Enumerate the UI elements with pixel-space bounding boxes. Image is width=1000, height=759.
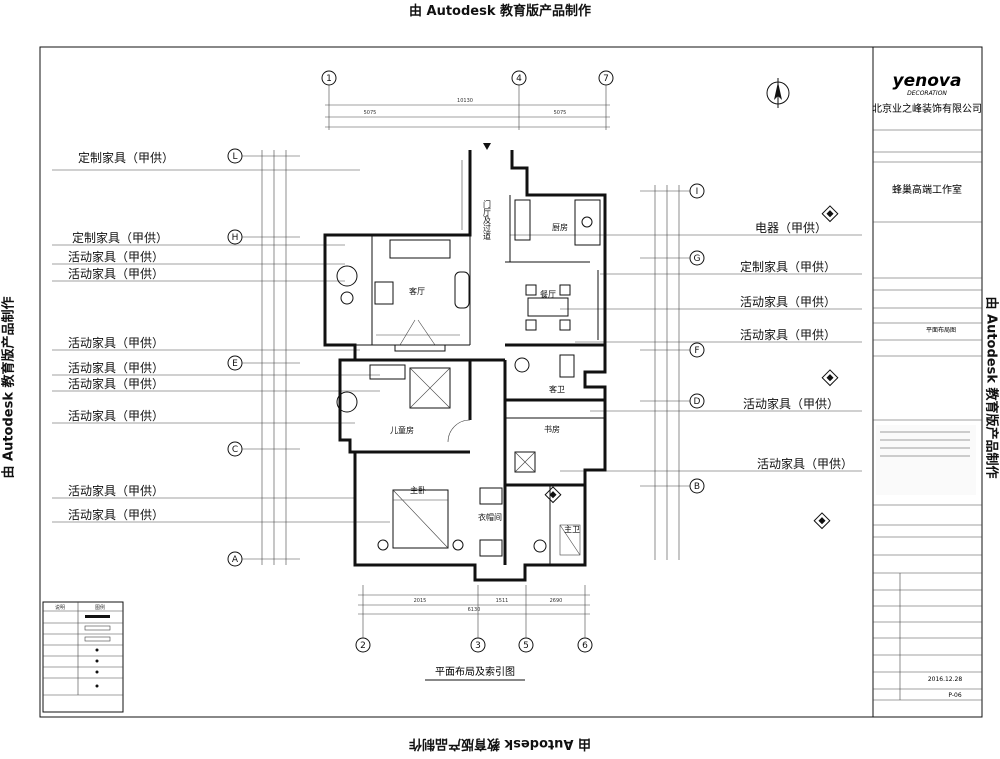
room-closet-label: 衣帽间 (478, 512, 502, 522)
grid-right-d: D (694, 397, 701, 407)
legend-table: 说明 图例 (42, 601, 124, 713)
right-labels: 电器（甲供） 定制家具（甲供） 活动家具（甲供） 活动家具（甲供） 活动家具（甲… (510, 221, 862, 472)
top-dim-1: 5075 (364, 110, 377, 116)
company-logo-sub: DECORATION (907, 90, 947, 97)
label-left-6: 活动家具（甲供） (68, 360, 164, 375)
grid-right-f: F (694, 346, 699, 356)
label-left-3: 活动家具（甲供） (68, 249, 164, 264)
label-left-5: 活动家具（甲供） (68, 335, 164, 350)
legend-header-symbol: 图例 (95, 604, 105, 611)
grid-right-b: B (694, 482, 700, 492)
grid-bottom-6: 6 (582, 641, 588, 651)
label-left-2: 定制家具（甲供） (72, 230, 168, 245)
north-arrow-icon (766, 78, 790, 108)
grid-left-e: E (232, 359, 238, 369)
grid-bottom-2: 2 (360, 641, 366, 651)
drawing-name: 平面布局图 (926, 326, 956, 334)
grid-left-a: A (232, 555, 239, 565)
company-logo: yenova (893, 71, 962, 91)
top-dim-2: 5075 (554, 110, 567, 116)
watermark-top: 由 Autodesk 教育版产品制作 (408, 4, 592, 19)
drawing-number: P-06 (948, 692, 961, 699)
bed (392, 489, 449, 549)
label-right-2: 定制家具（甲供） (740, 259, 836, 274)
label-left-4: 活动家具（甲供） (68, 266, 164, 281)
bottom-total-dim: 6130 (468, 607, 481, 613)
grid-right-g: G (694, 254, 701, 264)
grid-left-c: C (232, 445, 238, 455)
top-total-dim: 10130 (457, 98, 473, 104)
room-foyer-label: 门厅及过道 (483, 199, 492, 241)
room-kids-label: 儿童房 (390, 425, 414, 435)
label-right-1: 电器（甲供） (755, 221, 827, 235)
floor-plan: 客厅 门厅及过道 厨房 餐厅 儿童房 主卧 (323, 143, 607, 582)
grid-top-7: 7 (603, 74, 609, 84)
label-left-7: 活动家具（甲供） (68, 376, 164, 391)
bottom-dim-3: 2690 (550, 598, 563, 604)
drawing-date: 2016.12.28 (928, 676, 963, 683)
grid-left-l: L (232, 152, 237, 162)
bottom-dim-1: 2015 (414, 598, 427, 604)
grid-axes: 1 4 7 10130 5075 5075 2 3 5 6 2015 1511 … (227, 70, 705, 653)
legend-header-desc: 说明 (55, 604, 65, 611)
room-kitchen-label: 厨房 (552, 222, 568, 232)
index-marker-icons (544, 205, 839, 530)
grid-top-1: 1 (326, 74, 332, 84)
label-left-9: 活动家具（甲供） (68, 483, 164, 498)
label-left-1: 定制家具（甲供） (78, 150, 174, 165)
room-living-label: 客厅 (409, 286, 425, 296)
sofa (389, 239, 451, 259)
label-right-3: 活动家具（甲供） (740, 294, 836, 309)
entry-arrow-icon (483, 143, 491, 150)
label-right-5: 活动家具（甲供） (743, 396, 839, 411)
label-left-8: 活动家具（甲供） (68, 408, 164, 423)
room-guestbath-label: 客卫 (549, 384, 565, 394)
label-right-6: 活动家具（甲供） (757, 456, 853, 471)
bottom-dim-2: 1511 (496, 598, 509, 604)
sheet-border (39, 46, 983, 718)
left-labels: 定制家具（甲供） 定制家具（甲供） 活动家具（甲供） 活动家具（甲供） 活动家具… (52, 150, 390, 523)
room-masterbath-label: 主卫 (564, 524, 580, 534)
label-left-10: 活动家具（甲供） (68, 507, 164, 522)
room-master-label: 主卧 (410, 485, 426, 495)
grid-top-4: 4 (516, 74, 522, 84)
grid-left-h: H (232, 233, 239, 243)
studio-name: 蜂巢高端工作室 (892, 183, 962, 196)
grid-bottom-5: 5 (523, 641, 529, 651)
room-dining-label: 餐厅 (540, 290, 556, 299)
title-block: yenova DECORATION 北京业之峰装饰有限公司 蜂巢高端工作室 平面… (872, 47, 982, 717)
grid-bottom-3: 3 (475, 641, 481, 651)
company-name: 北京业之峰装饰有限公司 (872, 102, 982, 115)
plan-caption: 平面布局及索引图 (435, 665, 515, 678)
grid-right-i: I (696, 187, 699, 197)
room-study-label: 书房 (544, 424, 560, 434)
label-right-4: 活动家具（甲供） (740, 327, 836, 342)
